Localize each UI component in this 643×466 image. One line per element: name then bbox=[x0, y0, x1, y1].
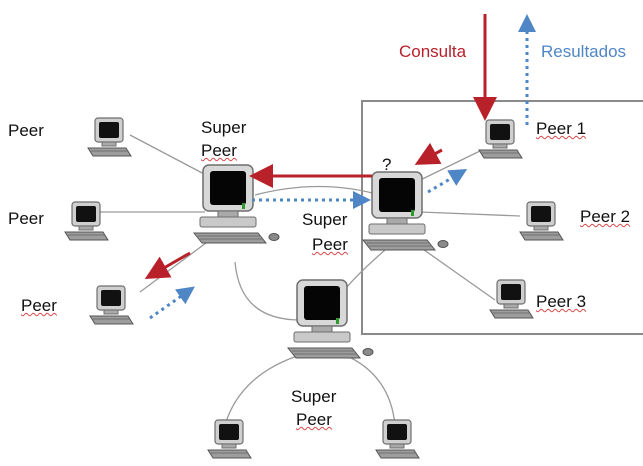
result-arrows bbox=[149, 14, 536, 320]
super-peer-label-bottom-line1: Super bbox=[291, 387, 337, 406]
group-box bbox=[361, 100, 643, 335]
peer-computer-icon bbox=[87, 117, 132, 157]
super-peer-computer-icon bbox=[362, 171, 449, 251]
peer-computer-icon bbox=[207, 419, 252, 459]
super-peer-label-left-line2: Peer bbox=[201, 141, 237, 160]
result-arrow-peer-to-super bbox=[149, 286, 195, 320]
peer-label-left-mid: Peer bbox=[8, 209, 44, 228]
link-left-super-bottom-super bbox=[234, 261, 301, 321]
peer-2-label: Peer 2 bbox=[580, 207, 631, 226]
link-left-super-peer-bottom bbox=[139, 239, 211, 293]
peer-computer-icon bbox=[478, 119, 523, 159]
peer-computer-icon bbox=[375, 419, 420, 459]
peer-label-left-bottom: Peer bbox=[21, 296, 57, 315]
question-mark-label: ? bbox=[382, 155, 392, 174]
super-peer-computer-icon bbox=[287, 279, 374, 359]
peer-computer-icon bbox=[489, 279, 534, 319]
super-peer-label-left-line1: Super bbox=[201, 118, 247, 137]
peer-computer-icon bbox=[519, 201, 564, 241]
query-arrow-peer1-to-super bbox=[414, 142, 443, 165]
super-peer-label-bottom-line2: Peer bbox=[296, 410, 332, 429]
super-peer-label-center-line2: Peer bbox=[312, 235, 348, 254]
consulta-label: Consulta bbox=[399, 42, 467, 61]
link-bottom-super-leaf-left bbox=[224, 354, 301, 426]
peer-computer-icon bbox=[64, 201, 109, 241]
link-center-super-peer2 bbox=[419, 211, 521, 217]
peer-computer-icon bbox=[89, 285, 134, 325]
link-bottom-super-leaf-right bbox=[344, 354, 396, 426]
query-arrows bbox=[144, 14, 497, 279]
resultados-label: Resultados bbox=[541, 42, 627, 61]
query-arrow-super-to-peer bbox=[144, 251, 191, 279]
result-arrow-super-to-peer1 bbox=[427, 168, 468, 194]
peer-label-left-top: Peer bbox=[8, 121, 44, 140]
peer-1-label: Peer 1 bbox=[536, 119, 587, 138]
peer-3-label: Peer 3 bbox=[536, 292, 587, 311]
super-peer-label-center-line1: Super bbox=[302, 210, 348, 229]
